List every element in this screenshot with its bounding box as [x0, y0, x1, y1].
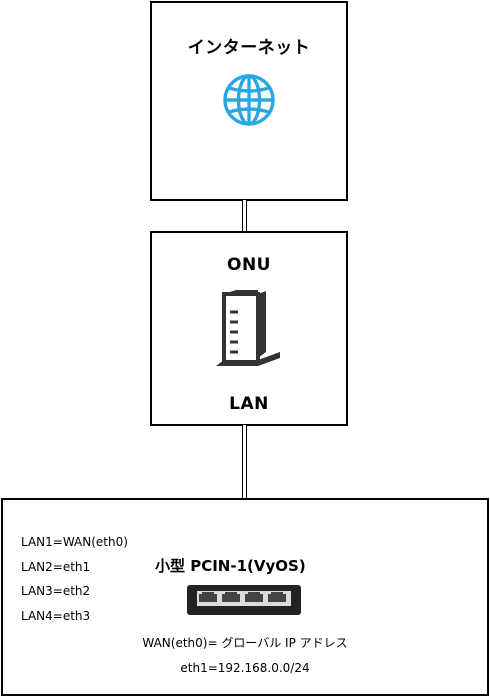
port-mapping-item: LAN2=eth1 — [21, 559, 91, 574]
server-tower-icon — [216, 290, 280, 366]
internet-label: インターネット — [187, 38, 311, 58]
router-name: 小型 PCIN-1(VyOS) — [155, 557, 306, 575]
onu-label: ONU — [227, 255, 271, 275]
port-mapping-item: LAN3=eth2 — [21, 584, 91, 598]
port-mapping-item: LAN4=eth3 — [21, 608, 91, 623]
onu-box: ONU LAN — [150, 231, 348, 426]
ethernet-switch-icon — [187, 585, 301, 615]
globe-icon — [223, 74, 275, 126]
router-box: LAN1=WAN(eth0) LAN2=eth1 LAN3=eth2 LAN4=… — [1, 498, 489, 696]
cable-onu-router — [242, 425, 247, 499]
port-mapping-list: LAN1=WAN(eth0) LAN2=eth1 LAN3=eth2 LAN4=… — [21, 530, 128, 628]
onu-lan-label: LAN — [229, 394, 269, 414]
internet-box: インターネット — [150, 1, 348, 201]
wan-address-note: WAN(eth0)= グローバル IP アドレス — [142, 636, 348, 650]
port-mapping-item: LAN1=WAN(eth0) — [21, 535, 128, 549]
lan-subnet-note: eth1=192.168.0.0/24 — [180, 661, 310, 675]
cable-internet-onu — [242, 200, 247, 232]
